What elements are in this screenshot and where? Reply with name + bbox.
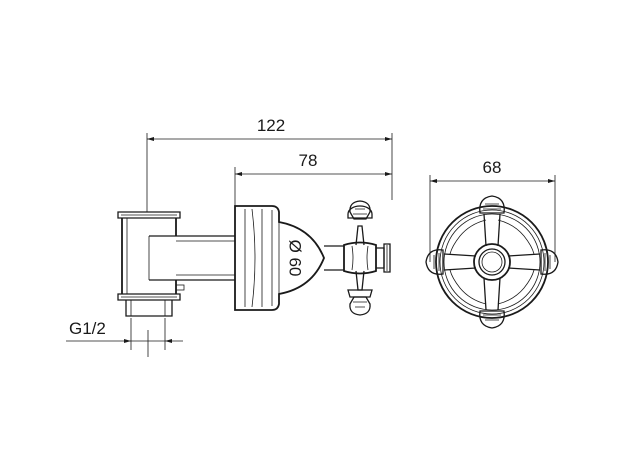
spindle-sleeve xyxy=(149,235,235,281)
dimension-handle-width: 68 xyxy=(429,158,556,262)
inlet-body xyxy=(117,211,185,317)
body-length-label: 78 xyxy=(299,151,318,170)
cross-handle-side xyxy=(324,200,391,316)
overall-length-label: 122 xyxy=(257,116,285,135)
rosette: Ø 60 xyxy=(234,205,325,311)
dimension-thread-size: G1/2 xyxy=(66,318,183,357)
dimension-overall-length: 122 xyxy=(146,116,393,212)
thread-size-label: G1/2 xyxy=(69,319,106,338)
dimension-body-length: 78 xyxy=(234,151,392,206)
front-view xyxy=(425,195,559,329)
rosette-diameter-label: Ø 60 xyxy=(286,240,305,277)
handle-width-label: 68 xyxy=(483,158,502,177)
